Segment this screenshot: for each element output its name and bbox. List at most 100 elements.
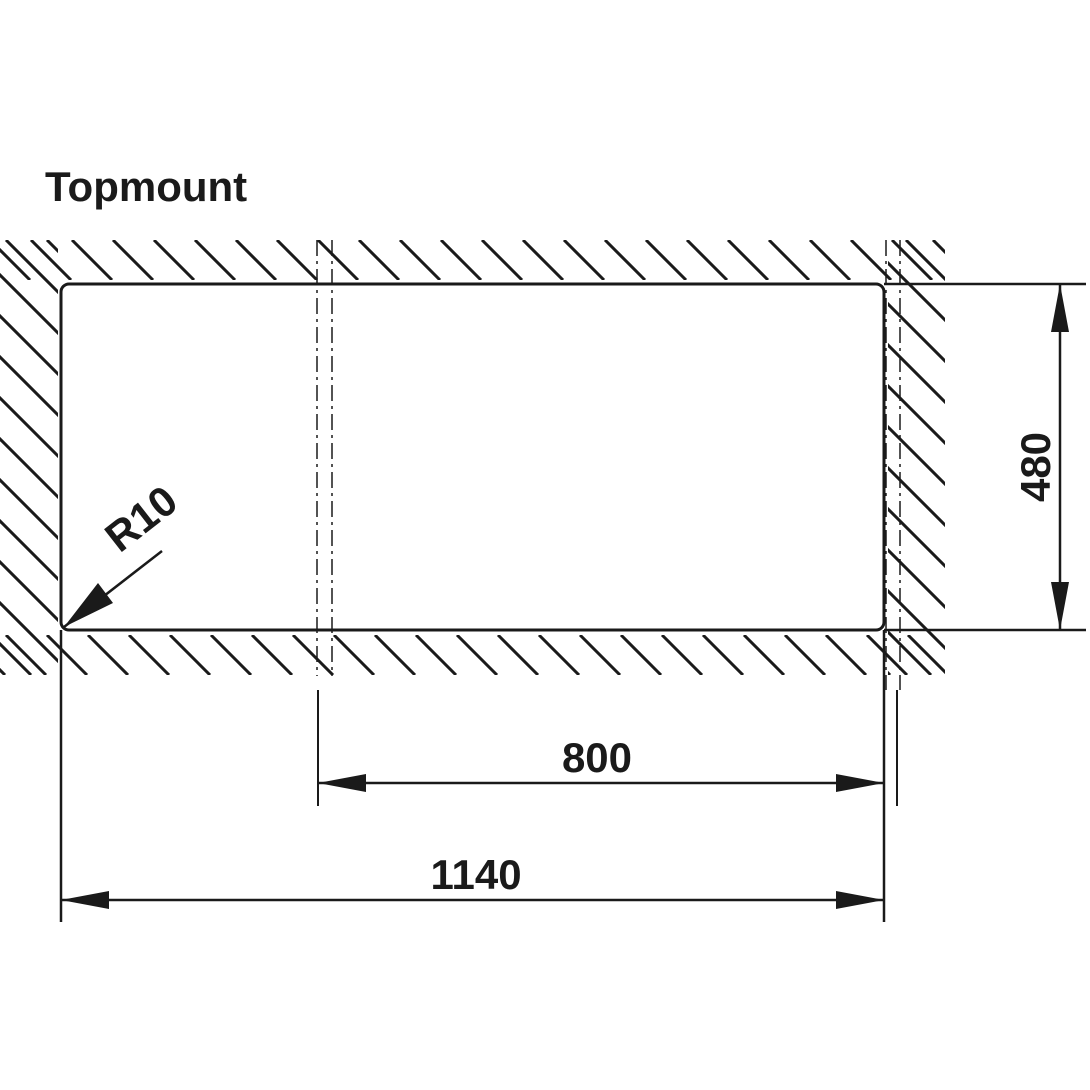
bowl-width-label: 800 [562,734,632,781]
hatch-stroke [416,240,851,675]
arrowhead-right [836,774,884,792]
hatch-stroke [496,635,540,675]
hatching-left [0,240,933,675]
hatch-stroke [888,547,945,610]
hatch-stroke [291,635,335,675]
hatch-stroke [644,240,688,280]
hatch-stroke [742,635,786,675]
hatch-stroke [660,635,704,675]
bowl-center-lines-right [885,240,901,690]
hatch-stroke [250,635,294,675]
hatch-stroke [45,240,58,254]
drawing-title: Topmount [45,163,247,210]
hatch-stroke [931,240,945,255]
hatch-stroke [685,240,729,280]
arrowhead-left [318,774,366,792]
hatch-stroke [4,635,48,675]
arrowhead-right [836,891,884,909]
hatch-stroke [168,635,212,675]
hatch-stroke [170,240,605,675]
hatch-stroke [767,240,811,280]
hatch-stroke [537,635,581,675]
hatch-stroke [888,301,945,364]
hatch-stroke [906,635,945,675]
hatch-stroke [974,240,1014,280]
hatch-stroke [0,667,7,675]
depth-label: 480 [1012,432,1059,502]
hatch-stroke [783,635,827,675]
hatch-stroke [70,240,114,280]
hatching-right [888,240,1090,675]
hatch-stroke [603,240,647,280]
hatch-stroke [808,240,852,280]
hatch-stroke [129,240,564,675]
hatch-stroke [209,635,253,675]
hatch-stroke [29,240,73,280]
hatch-stroke [88,240,523,675]
arrowhead-bottom [1051,582,1069,630]
hatch-stroke [457,240,892,675]
hatch-stroke [293,240,728,675]
hatch-stroke [888,424,945,487]
hatching-bottom [0,635,989,675]
dimension-bowl-width: 800 [318,734,884,792]
hatch-stroke [1070,240,1090,675]
hatch-stroke [375,240,810,675]
hatch-stroke [890,240,934,280]
hatch-stroke [0,395,58,459]
hatch-stroke [4,240,58,295]
hatch-stroke [849,240,893,280]
hatch-stroke [439,240,483,280]
hatch-stroke [521,240,565,280]
hatch-stroke [949,635,989,675]
hatch-stroke [578,635,622,675]
radius-label: R10 [96,476,186,560]
hatch-stroke [234,240,278,280]
hatch-stroke [562,240,606,280]
hatch-stroke [398,240,442,280]
arrowhead-left [61,891,109,909]
hatch-stroke [888,588,945,651]
hatch-stroke [0,313,58,377]
hatch-stroke [45,635,89,675]
hatch-stroke [0,272,58,336]
hatch-stroke [111,240,155,280]
hatch-stroke [152,240,196,280]
hatch-stroke [373,635,417,675]
hatch-stroke [888,670,892,675]
radius-callout: R10 [63,476,186,628]
hatch-stroke [332,635,376,675]
hatch-stroke [414,635,458,675]
hatch-stroke [701,635,745,675]
hatch-stroke [316,240,360,280]
hatch-stroke [0,518,58,582]
hatch-stroke [127,635,171,675]
hatch-stroke [211,240,646,675]
arrowhead-top [1051,284,1069,332]
hatch-stroke [888,260,945,323]
hatch-stroke [480,240,524,280]
hatch-stroke [726,240,770,280]
hatch-stroke [498,240,933,675]
hatch-stroke [0,436,58,500]
bowl-center-lines-left [316,240,333,676]
hatch-stroke [455,635,499,675]
hatch-stroke [0,247,32,280]
dimension-overall-length: 1140 [61,851,884,909]
hatch-stroke [0,559,58,623]
hatch-stroke [824,635,868,675]
hatch-stroke [865,635,909,675]
hatching-top [0,240,1014,280]
arrowhead-radius [64,583,113,627]
dimension-depth: 480 [1012,284,1069,630]
overall-length-label: 1140 [430,851,521,898]
cutout-outline [59,282,886,632]
hatch-stroke [334,240,769,675]
hatch-stroke [275,240,319,280]
hatch-stroke [193,240,237,280]
hatch-stroke [86,635,130,675]
hatch-stroke [888,629,933,675]
hatch-stroke [888,506,945,569]
hatch-stroke [619,635,663,675]
